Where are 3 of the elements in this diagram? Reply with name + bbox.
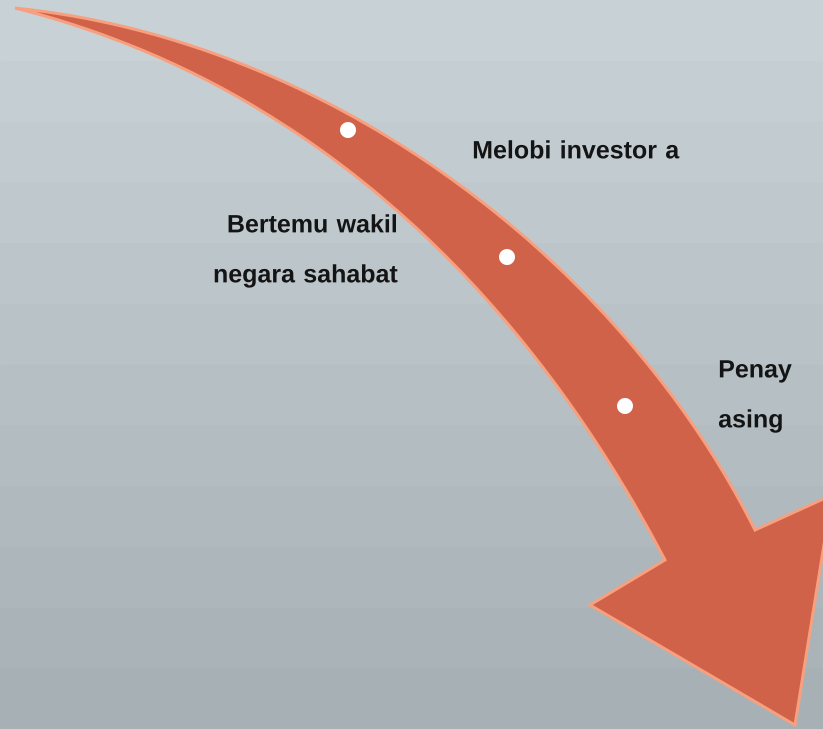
label-text: Penay asing	[718, 360, 792, 433]
label-text: Melobi investor a	[474, 140, 680, 159]
label-text: Bertemu wakil negara sahabat	[214, 214, 398, 288]
